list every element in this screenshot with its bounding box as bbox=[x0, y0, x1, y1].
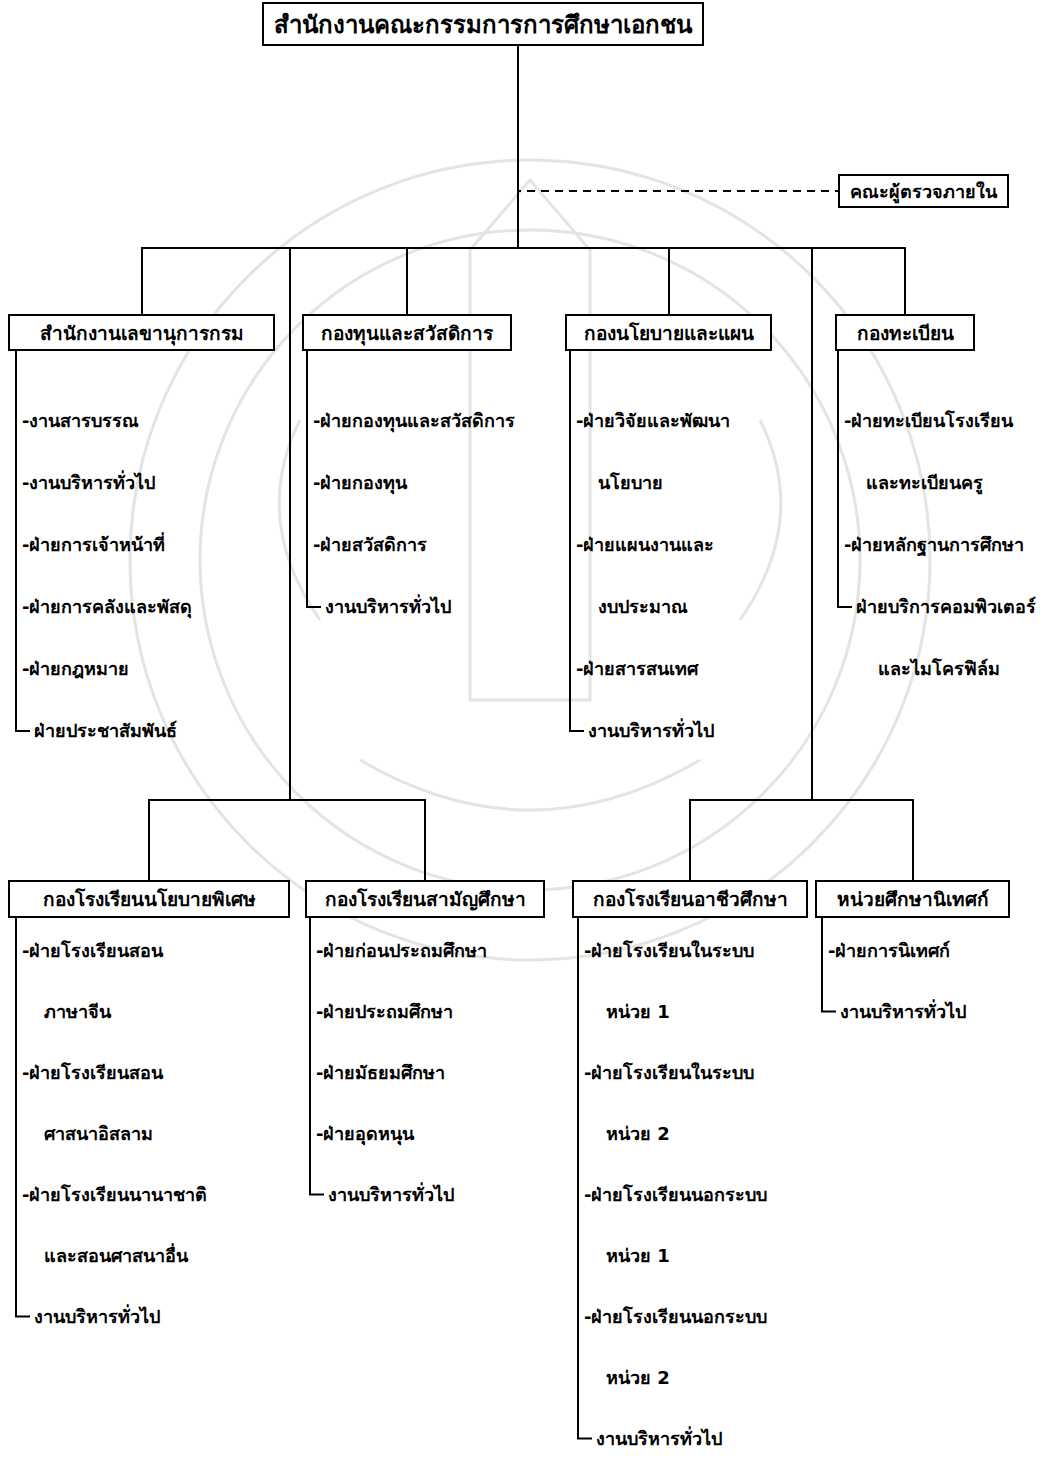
org-connector bbox=[149, 46, 518, 880]
list-bracket bbox=[822, 918, 836, 1012]
org-connector bbox=[518, 46, 669, 314]
org-connector bbox=[290, 46, 518, 880]
unit-title: กองโรงเรียนอาชีวศึกษา bbox=[593, 884, 788, 914]
unit-title: คณะผู้ตรวจภายใน bbox=[850, 177, 997, 206]
section-item: งานบริหารทั่วไป bbox=[840, 981, 966, 1042]
section-item: -ฝ่ายการคลังและพัสดุ bbox=[22, 576, 192, 638]
section-item: -ฝ่ายอุดหนุน bbox=[316, 1103, 414, 1164]
section-item: -ฝ่ายก่อนประถมศึกษา bbox=[316, 920, 487, 981]
section-item: -ฝ่ายโรงเรียนนอกระบบ หน่วย 1 bbox=[584, 1164, 770, 1286]
org-connector bbox=[518, 46, 913, 880]
org-connector bbox=[518, 46, 838, 191]
unit-box: กองทะเบียน bbox=[835, 314, 975, 351]
section-item: -ฝ่ายการนิเทศก์ bbox=[828, 920, 950, 981]
section-item: -ฝ่ายสวัสดิการ bbox=[313, 514, 427, 576]
unit-box: หน่วยศึกษานิเทศก์ bbox=[815, 880, 1010, 918]
org-connector bbox=[407, 46, 518, 314]
root-box: สำนักงานคณะกรรมการการศึกษาเอกชน bbox=[262, 2, 704, 46]
section-item: -ฝ่ายประถมศึกษา bbox=[316, 981, 453, 1042]
unit-box: กองทุนและสวัสดิการ bbox=[302, 314, 512, 351]
section-item: งานบริหารทั่วไป bbox=[34, 1286, 160, 1347]
section-item: -ฝ่ายหลักฐานการศึกษา bbox=[844, 514, 1024, 576]
unit-title: กองโรงเรียนสามัญศึกษา bbox=[325, 884, 526, 914]
section-item: -ฝ่ายโรงเรียนสอน ศาสนาอิสลาม bbox=[22, 1042, 166, 1164]
section-item: -ฝ่ายโรงเรียนนานาชาติ และสอนศาสนาอื่น bbox=[22, 1164, 210, 1286]
section-item: -ฝ่ายทะเบียนโรงเรียน และทะเบียนครู bbox=[844, 390, 1016, 514]
org-connector bbox=[518, 46, 812, 880]
section-item: -ฝ่ายการเจ้าหน้าที่ bbox=[22, 514, 165, 576]
section-item: -งานบริหารทั่วไป bbox=[22, 452, 155, 514]
list-bracket bbox=[838, 351, 852, 607]
section-item: -ฝ่ายวิจัยและพัฒนา นโยบาย bbox=[576, 390, 733, 514]
section-item: -ฝ่ายโรงเรียนในระบบ หน่วย 2 bbox=[584, 1042, 757, 1164]
unit-title: สำนักงานเลขานุการกรม bbox=[40, 318, 244, 348]
section-item: -ฝ่ายมัธยมศึกษา bbox=[316, 1042, 445, 1103]
section-item: ฝ่ายบริการคอมพิวเตอร์ และไมโครฟิล์ม bbox=[856, 576, 1038, 700]
list-bracket bbox=[16, 918, 30, 1317]
unit-title: หน่วยศึกษานิเทศก์ bbox=[837, 884, 989, 914]
unit-box: คณะผู้ตรวจภายใน bbox=[838, 174, 1009, 208]
unit-box: สำนักงานเลขานุการกรม bbox=[8, 314, 275, 351]
unit-title: กองทุนและสวัสดิการ bbox=[321, 318, 493, 348]
section-item: -ฝ่ายกองทุน bbox=[313, 452, 407, 514]
section-item: -งานสารบรรณ bbox=[22, 390, 139, 452]
section-item: -ฝ่ายกองทุนและสวัสดิการ bbox=[313, 390, 515, 452]
section-item: งานบริหารทั่วไป bbox=[325, 576, 451, 638]
section-item: -ฝ่ายสารสนเทศ bbox=[576, 638, 698, 700]
org-connector bbox=[142, 46, 518, 314]
unit-title: กองโรงเรียนนโยบายพิเศษ bbox=[43, 884, 256, 914]
section-item: -ฝ่ายโรงเรียนในระบบ หน่วย 1 bbox=[584, 920, 757, 1042]
section-item: งานบริหารทั่วไป bbox=[328, 1164, 454, 1225]
section-item: -ฝ่ายโรงเรียนสอน ภาษาจีน bbox=[22, 920, 166, 1042]
section-item: ฝ่ายประชาสัมพันธ์ bbox=[34, 700, 177, 762]
unit-title: กองนโยบายและแผน bbox=[584, 318, 754, 348]
section-item: -ฝ่ายกฎหมาย bbox=[22, 638, 129, 700]
section-item: งานบริหารทั่วไป bbox=[588, 700, 714, 762]
unit-box: กองโรงเรียนนโยบายพิเศษ bbox=[8, 880, 290, 918]
unit-title: สำนักงานคณะกรรมการการศึกษาเอกชน bbox=[274, 5, 692, 44]
unit-title: กองทะเบียน bbox=[857, 318, 954, 348]
unit-box: กองนโยบายและแผน bbox=[565, 314, 772, 351]
section-item: -ฝ่ายแผนงานและ งบประมาณ bbox=[576, 514, 717, 638]
unit-box: กองโรงเรียนอาชีวศึกษา bbox=[572, 880, 808, 918]
section-item: -ฝ่ายโรงเรียนนอกระบบ หน่วย 2 bbox=[584, 1286, 770, 1408]
unit-box: กองโรงเรียนสามัญศึกษา bbox=[305, 880, 545, 918]
section-item: งานบริหารทั่วไป bbox=[596, 1408, 722, 1469]
list-bracket bbox=[578, 918, 592, 1439]
